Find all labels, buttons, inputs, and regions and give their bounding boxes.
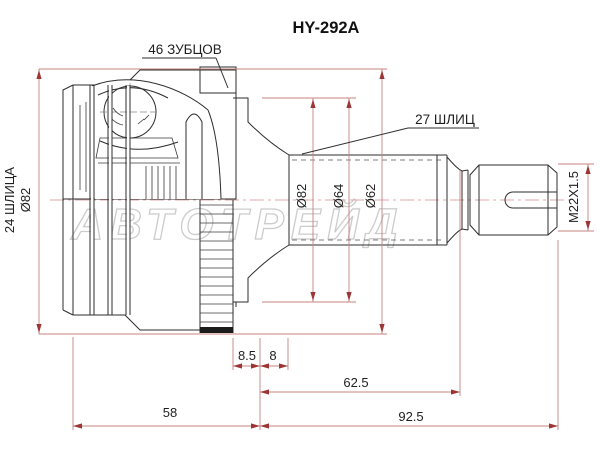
boot-grooves (89, 85, 131, 315)
abs-ring-teeth (199, 200, 234, 333)
cage-upper-arc (97, 87, 169, 99)
dim-ring-width: 8.5 (238, 348, 256, 363)
inner-race (95, 137, 179, 159)
label-dia-64: Ø64 (331, 184, 346, 209)
housing-outline (62, 85, 290, 331)
dim-spline-to-thread: 62.5 (343, 375, 368, 390)
dim-housing-length: 58 (163, 405, 177, 420)
dim-seat-width: 8 (269, 348, 276, 363)
label-inner-splines: 24 ШЛИЦА (2, 167, 17, 233)
callout-leaders (142, 57, 479, 155)
inner-stem (185, 113, 203, 199)
shaft-neck-groove (446, 156, 469, 244)
dim-shaft-total: 92.5 (398, 409, 423, 424)
shaft (288, 154, 558, 246)
spline-barrel (288, 154, 448, 246)
cage-lower-arc (99, 140, 179, 150)
label-dia-housing-left: Ø82 (18, 188, 33, 213)
abs-ring-section (199, 66, 237, 94)
label-thread-size: M22X1.5 (566, 171, 581, 223)
cotter-slot (504, 191, 557, 209)
label-shaft-splines: 27 ШЛИЦ (415, 112, 475, 127)
watermark-text: АВТОТРЕЙД (70, 198, 404, 249)
label-dia-82: Ø82 (294, 184, 309, 209)
dimension-lines (38, 68, 594, 430)
label-abs-teeth: 46 ЗУБЦОВ (148, 42, 221, 57)
part-number-title: HY-292A (293, 19, 360, 37)
housing-section (62, 69, 237, 200)
dimension-arrows (36, 70, 591, 429)
thread-end (469, 164, 558, 236)
inner-spline-bore (145, 166, 177, 199)
label-dia-62: Ø62 (363, 184, 378, 209)
